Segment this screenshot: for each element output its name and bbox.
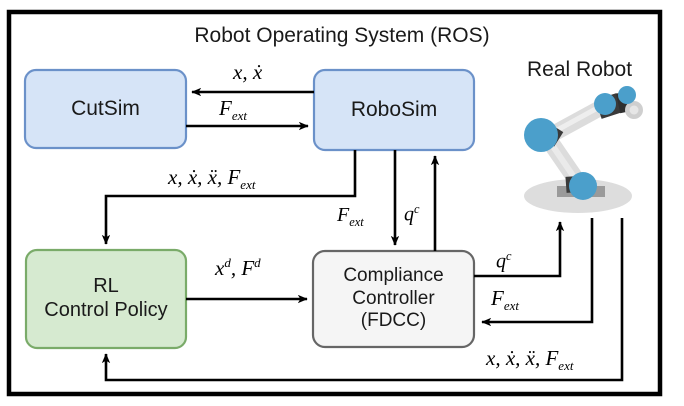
real-robot-label: Real Robot xyxy=(527,58,633,81)
robosim-label: RoboSim xyxy=(350,97,438,121)
outer-frame xyxy=(6,9,663,397)
robot-joint-base xyxy=(569,172,597,200)
robot-joint-elbow xyxy=(524,118,558,152)
signal-state-feedback-bottom: x, ẋ, ẍ, Fext xyxy=(486,346,574,374)
real-robot-illustration xyxy=(524,86,643,213)
cutsim-label: CutSim xyxy=(71,96,140,120)
robot-tool-tip-inner xyxy=(629,105,639,115)
signal-desired: xd, Fd xyxy=(215,255,261,280)
compliance-label: Compliance Controller (FDCC) xyxy=(343,265,444,332)
rl-policy-label: RL Control Policy xyxy=(44,275,168,321)
compliance-box xyxy=(311,249,476,349)
arrow-state-to-policy xyxy=(101,150,357,245)
ros-title: Robot Operating System (ROS) xyxy=(194,24,490,47)
arrow-force-ext-robot xyxy=(481,218,594,327)
signal-state-to-policy: x, ẋ, ẍ, Fext xyxy=(168,165,256,193)
arrow-joint-cmd-robot xyxy=(474,221,565,278)
signal-pos-vel: x, ẋ xyxy=(233,60,263,84)
signal-force-ext-robot: Fext xyxy=(491,286,519,314)
signal-joint-cmd-down: qc xyxy=(404,202,420,226)
robot-joint-tool xyxy=(618,86,636,104)
robot-joint-wrist xyxy=(594,93,616,115)
arrow-state-feedback-bottom xyxy=(101,218,624,382)
signal-force-ext-down: Fext xyxy=(337,204,364,229)
signal-joint-cmd-robot: qc xyxy=(496,249,512,273)
signal-force-ext-top: Fext xyxy=(219,96,247,124)
cutsim-box xyxy=(23,68,188,150)
